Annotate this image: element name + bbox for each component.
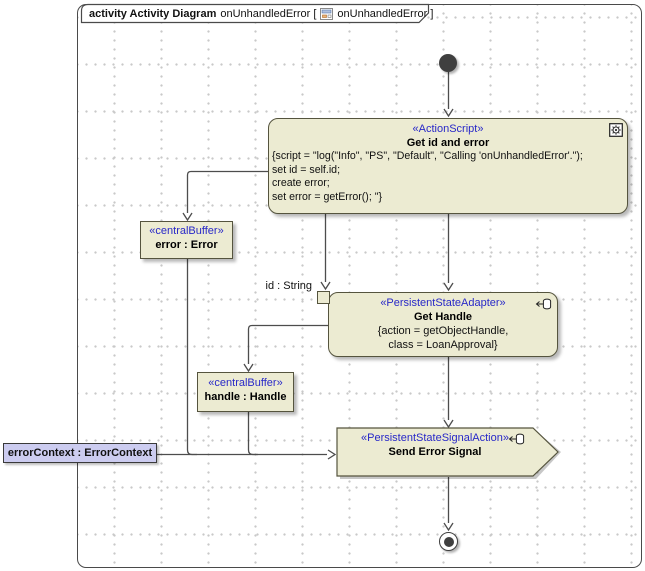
stereotype-label: «centralBuffer»	[208, 377, 283, 389]
activity-frame	[77, 4, 642, 568]
object-node-label: errorContext : ErrorContext	[7, 447, 153, 459]
flow-handle-buffer-down[interactable]	[247, 412, 259, 456]
persistent-state-icon	[508, 433, 525, 445]
send-signal-labels: «PersistentStateSignalAction» Send Error…	[337, 431, 533, 459]
flow-actionscript-to-id-pin[interactable]	[320, 214, 331, 291]
signal-name: Send Error Signal	[388, 446, 482, 458]
flow-send-signal-to-final[interactable]	[443, 477, 454, 532]
script-line: {script = "log("Info", "PS", "Default", …	[272, 150, 583, 162]
flow-get-handle-to-send-signal[interactable]	[443, 357, 454, 429]
stereotype-label: «PersistentStateSignalAction»	[361, 432, 509, 444]
frame-name-label: onUnhandledError [	[220, 7, 317, 20]
action-name: Get id and error	[406, 137, 490, 149]
script-gear-icon	[609, 123, 623, 137]
action-property: class = LoanApproval}	[388, 339, 498, 351]
frame-kind-label: activity Activity Diagram	[89, 7, 217, 20]
stereotype-label: «centralBuffer»	[149, 225, 224, 237]
central-buffer-error[interactable]: «centralBuffer» error : Error	[140, 221, 233, 259]
script-line: create error;	[272, 177, 330, 189]
input-pin-id[interactable]	[317, 291, 330, 304]
flow-initial-to-actionscript[interactable]	[443, 72, 454, 118]
action-name: Get Handle	[413, 311, 473, 323]
stereotype-label: «PersistentStateAdapter»	[380, 297, 506, 309]
action-node-get-id-and-error[interactable]: «ActionScript» Get id and error {script …	[268, 118, 628, 214]
pin-label-id: id : String	[265, 280, 312, 292]
flow-error-buffer-down[interactable]	[186, 259, 198, 456]
buffer-name: handle : Handle	[204, 391, 287, 403]
final-node-dot	[443, 536, 454, 547]
activity-diagram-icon	[320, 7, 334, 20]
action-node-get-handle[interactable]: «PersistentStateAdapter» Get Handle {act…	[328, 292, 558, 357]
central-buffer-handle[interactable]: «centralBuffer» handle : Handle	[197, 372, 294, 412]
object-node-errorcontext[interactable]: errorContext : ErrorContext	[3, 443, 157, 463]
persistent-state-icon	[535, 298, 552, 310]
flow-get-handle-to-handle-buffer[interactable]	[243, 324, 328, 373]
send-signal-node[interactable]	[334, 425, 566, 483]
action-property: {action = getObjectHandle,	[377, 325, 509, 337]
flow-actionscript-to-error-buffer[interactable]	[182, 170, 268, 222]
script-line: set id = self.id;	[272, 163, 341, 176]
stereotype-label: «ActionScript»	[412, 123, 484, 135]
frame-ref-label: onUnhandledError ]	[337, 7, 434, 20]
frame-header: activity Activity Diagram onUnhandledErr…	[89, 6, 433, 21]
script-line: set error = getError(); "}	[272, 190, 383, 203]
initial-node[interactable]	[439, 54, 457, 72]
activity-final-node[interactable]	[439, 532, 458, 551]
flow-errorcontext-to-send-signal[interactable]	[157, 449, 337, 460]
flow-actionscript-to-get-handle[interactable]	[443, 214, 454, 292]
buffer-name: error : Error	[155, 239, 218, 251]
